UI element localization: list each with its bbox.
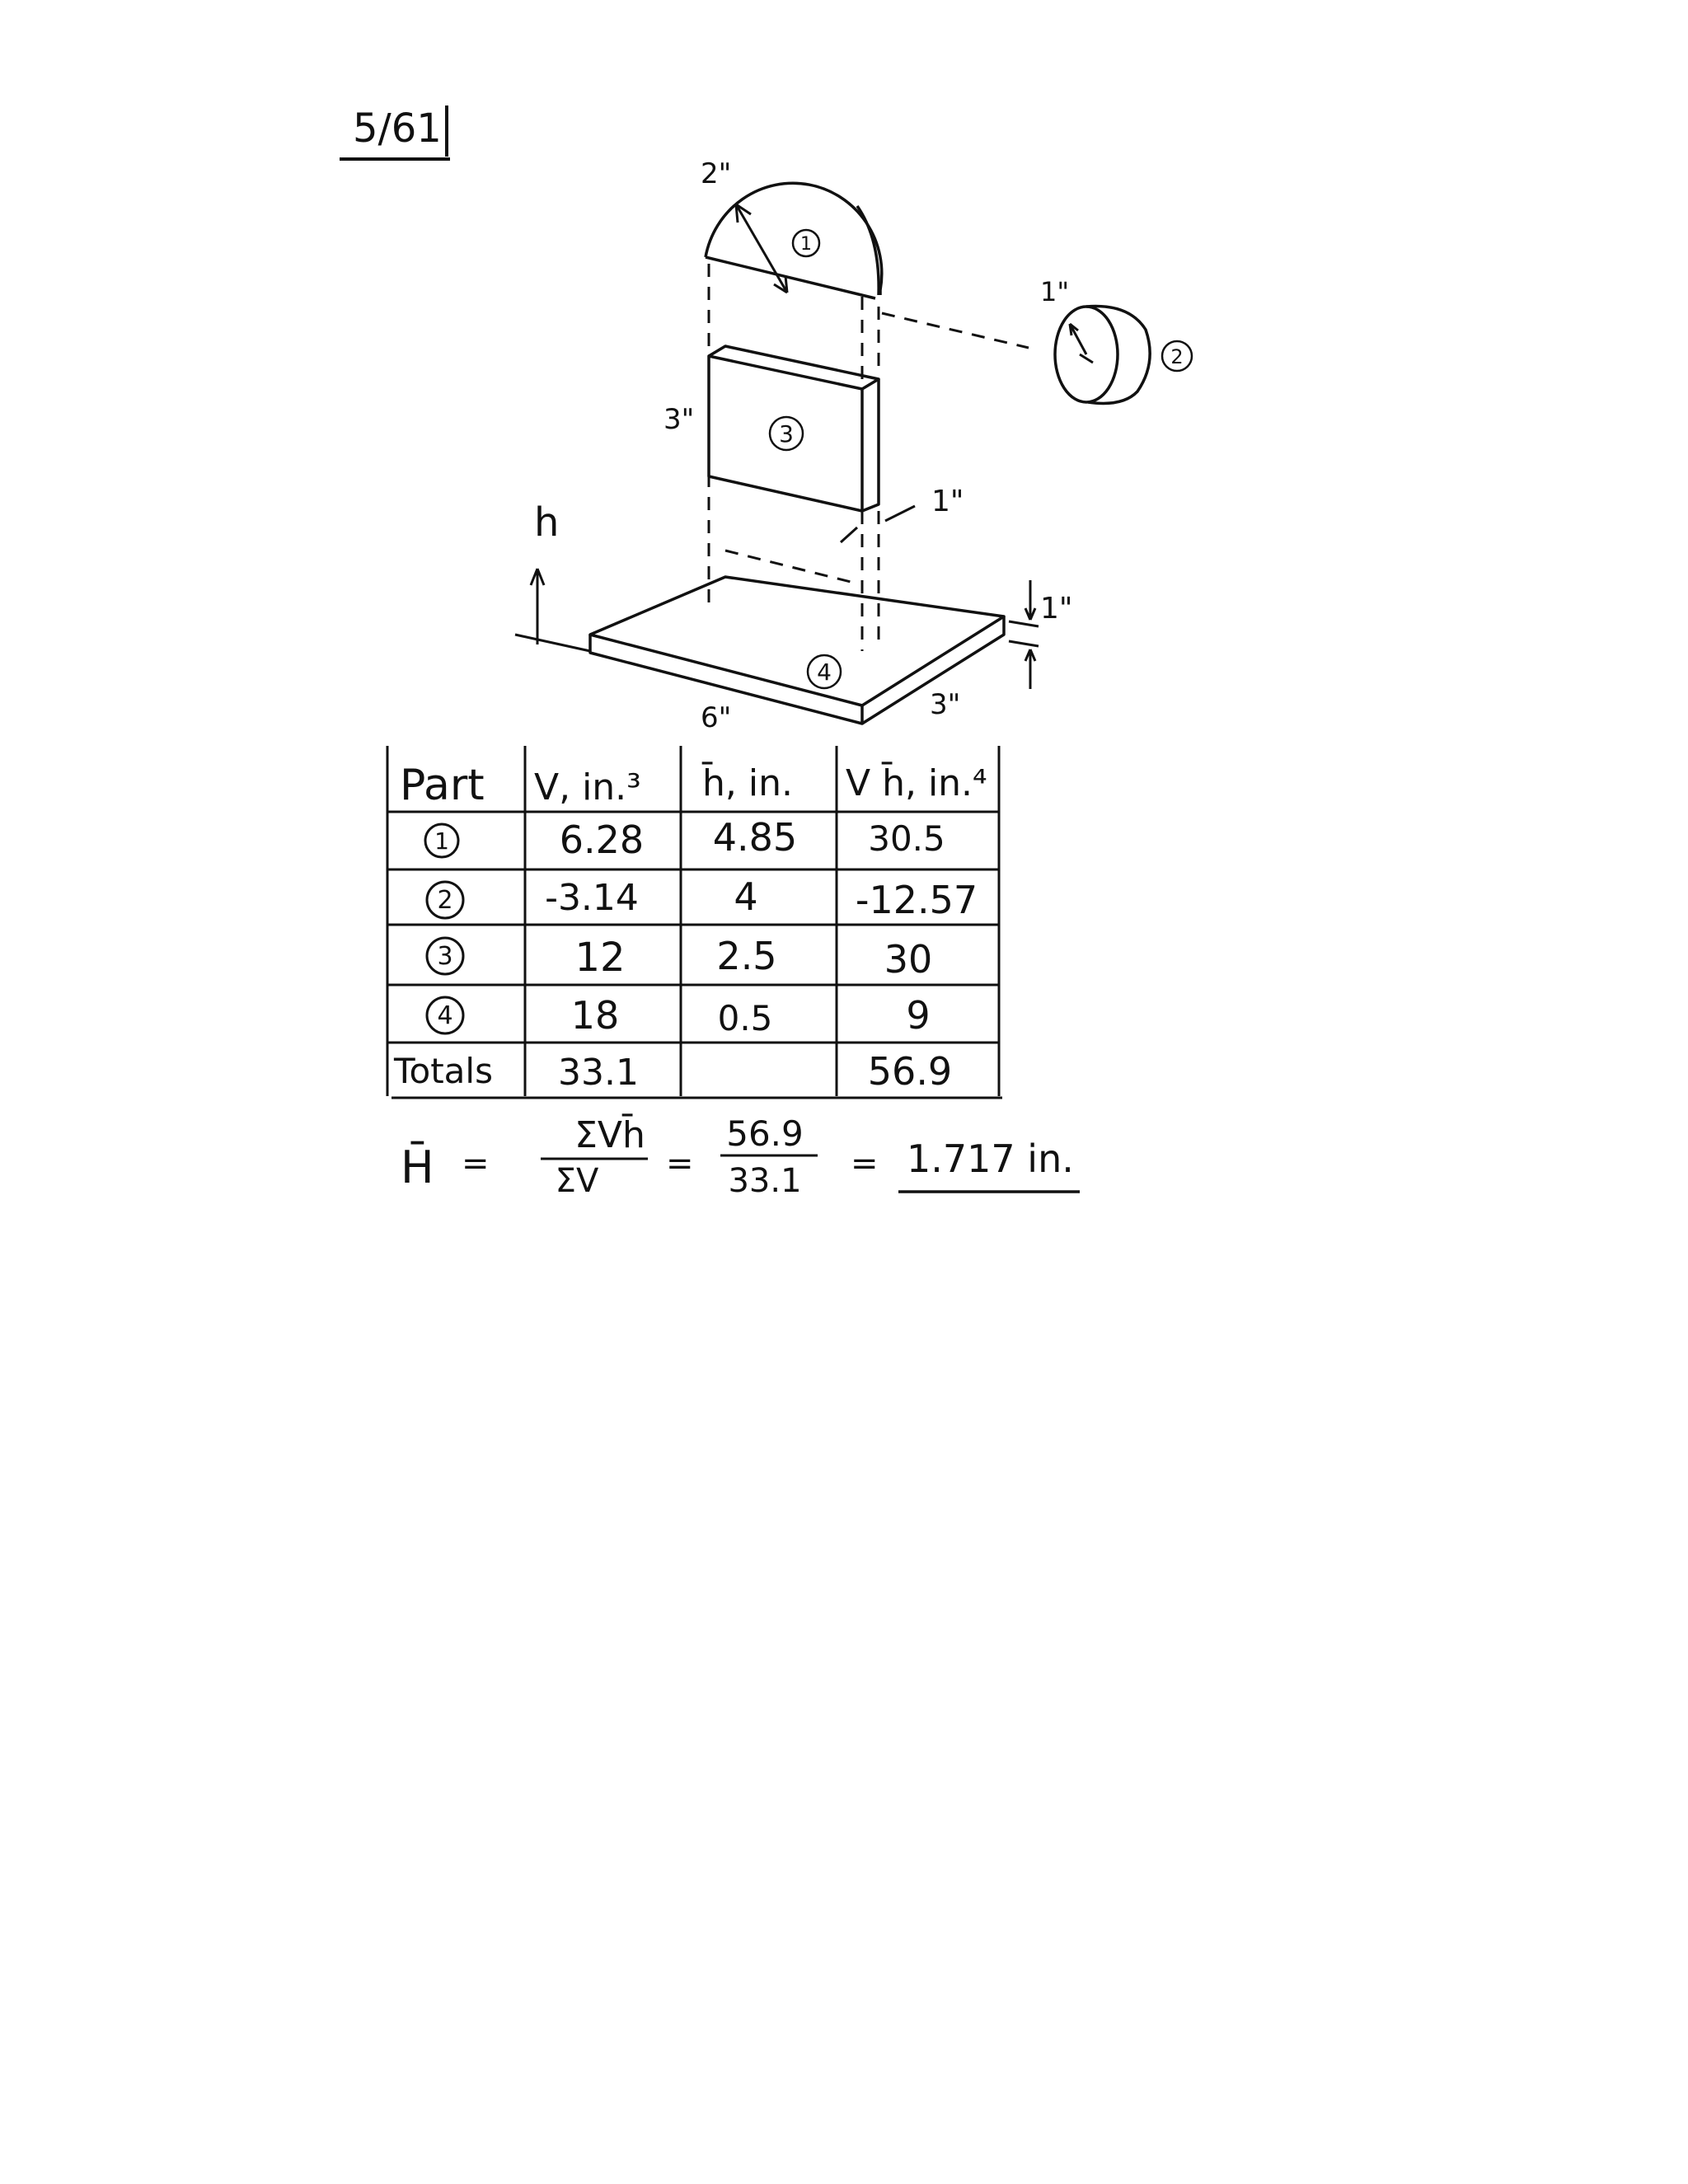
- problem-number: 5/61: [353, 105, 442, 152]
- part-label-circle-3: [768, 415, 804, 452]
- row-1-part: 1: [434, 827, 449, 855]
- part-1-semicircle: [704, 181, 884, 300]
- part-2-disk: [1053, 304, 1151, 405]
- part-3-plate: [707, 344, 916, 544]
- part-label-1: 1: [800, 234, 812, 255]
- part-label-4: 4: [817, 658, 832, 686]
- table-header-vh: V h̄, in.⁴: [846, 761, 987, 804]
- row-3-part: 3: [437, 942, 452, 971]
- row-4-hbar: 0.5: [718, 998, 773, 1038]
- table-header-part: Part: [400, 761, 485, 810]
- projection-lines: [707, 264, 1029, 651]
- row-part-circle-3: [425, 936, 465, 976]
- row-4-vh: 9: [906, 993, 930, 1038]
- part-label-2: 2: [1170, 345, 1183, 368]
- row-1-hbar: 4.85: [713, 815, 797, 860]
- row-2-vh: -12.57: [856, 878, 978, 922]
- fraction-val-denominator: 33.1: [728, 1162, 801, 1200]
- row-2-volume: -3.14: [545, 877, 639, 919]
- dim-base-length: 6": [701, 701, 731, 734]
- row-3-vh: 30: [884, 937, 933, 982]
- part-label-circle-2: [1160, 340, 1193, 373]
- row-2-part: 2: [437, 886, 452, 915]
- dim-plate-thickness: 1": [931, 485, 964, 518]
- row-part-circle-4: [425, 996, 465, 1035]
- part-label-circle-4: [806, 654, 842, 690]
- dim-base-thickness: 1": [1040, 592, 1072, 626]
- row-4-volume: 18: [571, 993, 620, 1038]
- table-header-hbar: h̄, in.: [701, 761, 793, 804]
- result-eq-2: =: [666, 1145, 694, 1183]
- totals-volume: 33.1: [558, 1052, 639, 1094]
- row-4-part: 4: [437, 1001, 452, 1030]
- row-part-circle-1: [424, 823, 460, 859]
- dim-plate-height: 3": [663, 403, 694, 436]
- dim-base-width: 3": [930, 688, 960, 721]
- dim-semicircle-radius: 2": [701, 157, 731, 190]
- part-4-base: [588, 575, 1006, 725]
- results-table: [386, 746, 1002, 1099]
- part-label-circle-1: [791, 228, 821, 258]
- result-symbol: H̄: [401, 1141, 434, 1193]
- fraction-sym-numerator: ΣVh̄: [574, 1113, 645, 1156]
- row-3-volume: 12: [574, 935, 625, 981]
- base-thickness-dim: [1008, 580, 1039, 689]
- row-1-volume: 6.28: [560, 818, 644, 862]
- result-equation: H̄ = ΣVh̄ ΣV = 56.9 33.1 = 1.717 in.: [401, 1113, 1080, 1200]
- row-part-circle-2: [425, 880, 465, 920]
- result-answer: 1.717 in.: [907, 1137, 1074, 1181]
- dim-hole-diameter: 1": [1040, 276, 1069, 307]
- assembly-drawing: [514, 181, 1193, 725]
- result-eq-1: =: [462, 1145, 490, 1183]
- row-2-hbar: 4: [734, 874, 757, 919]
- totals-vh: 56.9: [868, 1049, 952, 1094]
- problem-number-box: 5/61: [340, 105, 450, 161]
- fraction-val-numerator: 56.9: [726, 1113, 804, 1154]
- fraction-sym-denominator: ΣV: [556, 1162, 599, 1200]
- table-header-volume: V, in.³: [534, 766, 641, 808]
- row-1-vh: 30.5: [868, 818, 945, 859]
- row-3-hbar: 2.5: [716, 934, 776, 978]
- totals-label: Totals: [393, 1051, 493, 1091]
- result-eq-3: =: [851, 1145, 879, 1183]
- height-label: h: [534, 499, 559, 546]
- height-axis: [514, 568, 591, 653]
- part-label-3: 3: [779, 420, 794, 448]
